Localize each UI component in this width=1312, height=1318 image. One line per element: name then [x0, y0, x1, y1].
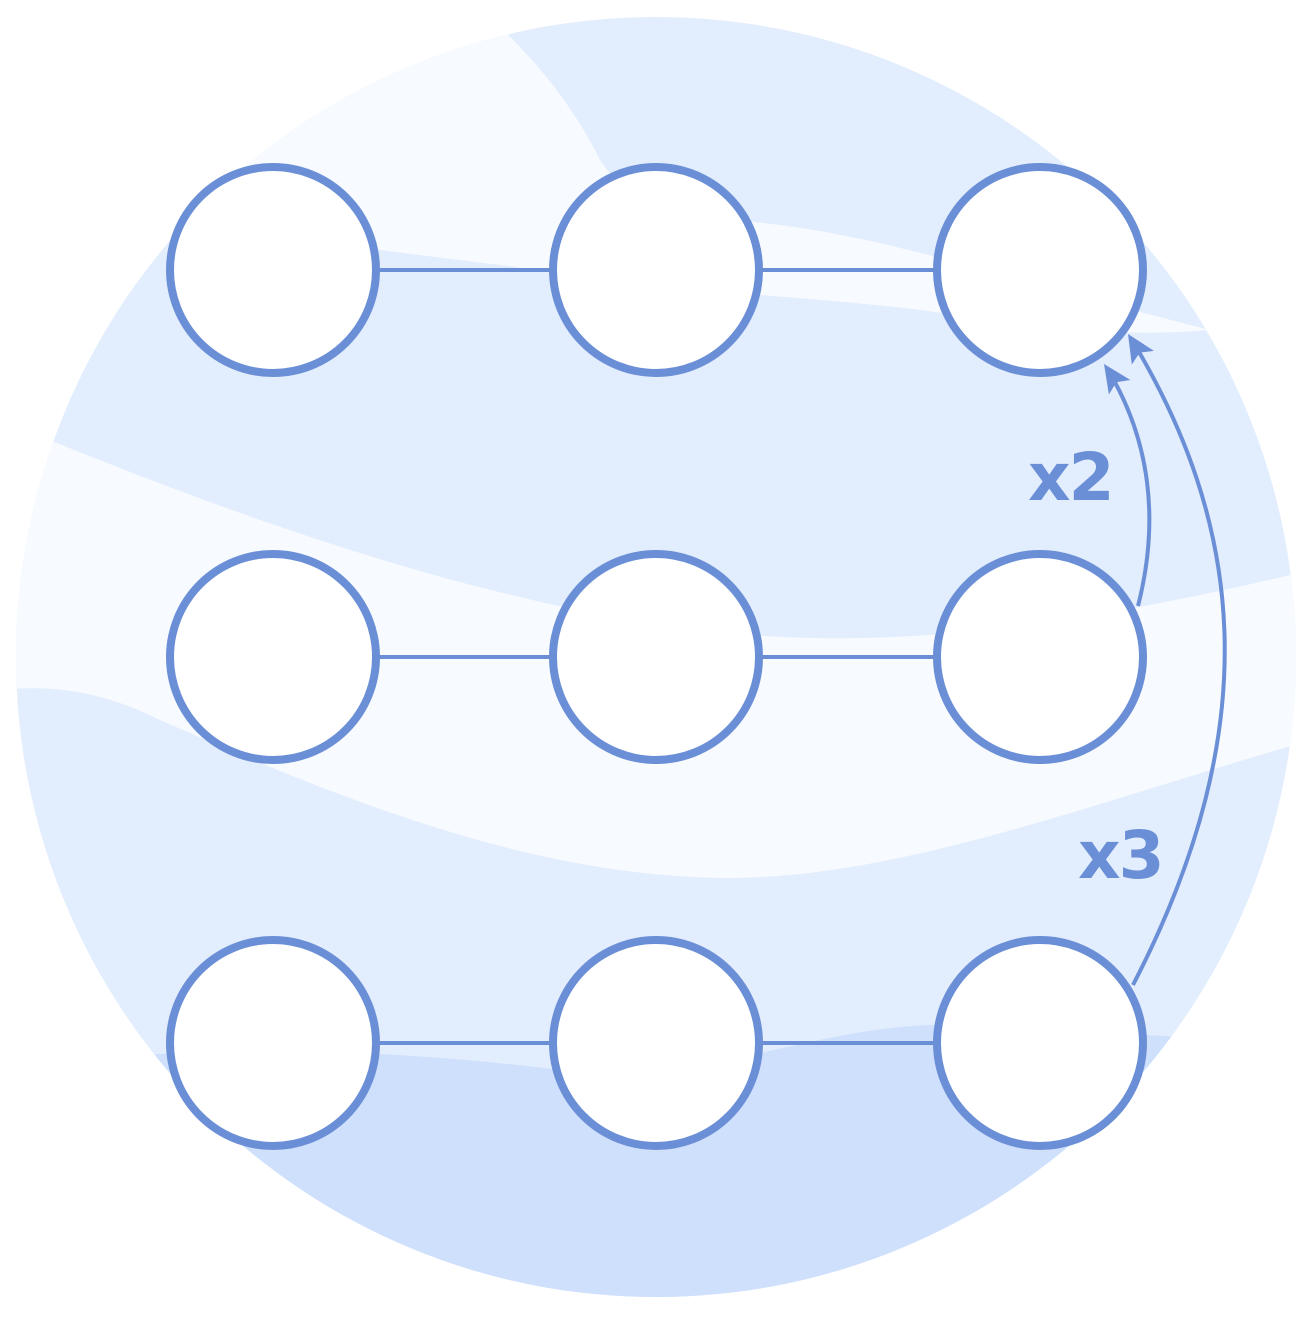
node-r0-c2	[933, 163, 1147, 377]
arc-x2	[1106, 368, 1152, 607]
connection-label-x3: x3	[1078, 817, 1163, 894]
connection-label-x2: x2	[1028, 439, 1113, 516]
node-r2-c0	[166, 936, 380, 1150]
arc-x3	[1130, 338, 1227, 986]
arc-x2-arrowhead	[1104, 364, 1131, 395]
node-r0-c1	[549, 163, 763, 377]
node-r1-c1	[549, 550, 763, 764]
node-r1-c2	[933, 550, 1147, 764]
node-r1-c0	[166, 550, 380, 764]
node-r0-c0	[166, 163, 380, 377]
arcs-group	[1104, 334, 1227, 986]
node-r2-c2	[933, 936, 1147, 1150]
node-r2-c1	[549, 936, 763, 1150]
nodes-group	[166, 163, 1147, 1150]
edges-group	[376, 268, 937, 1045]
arc-x3-arrowhead	[1128, 334, 1154, 365]
